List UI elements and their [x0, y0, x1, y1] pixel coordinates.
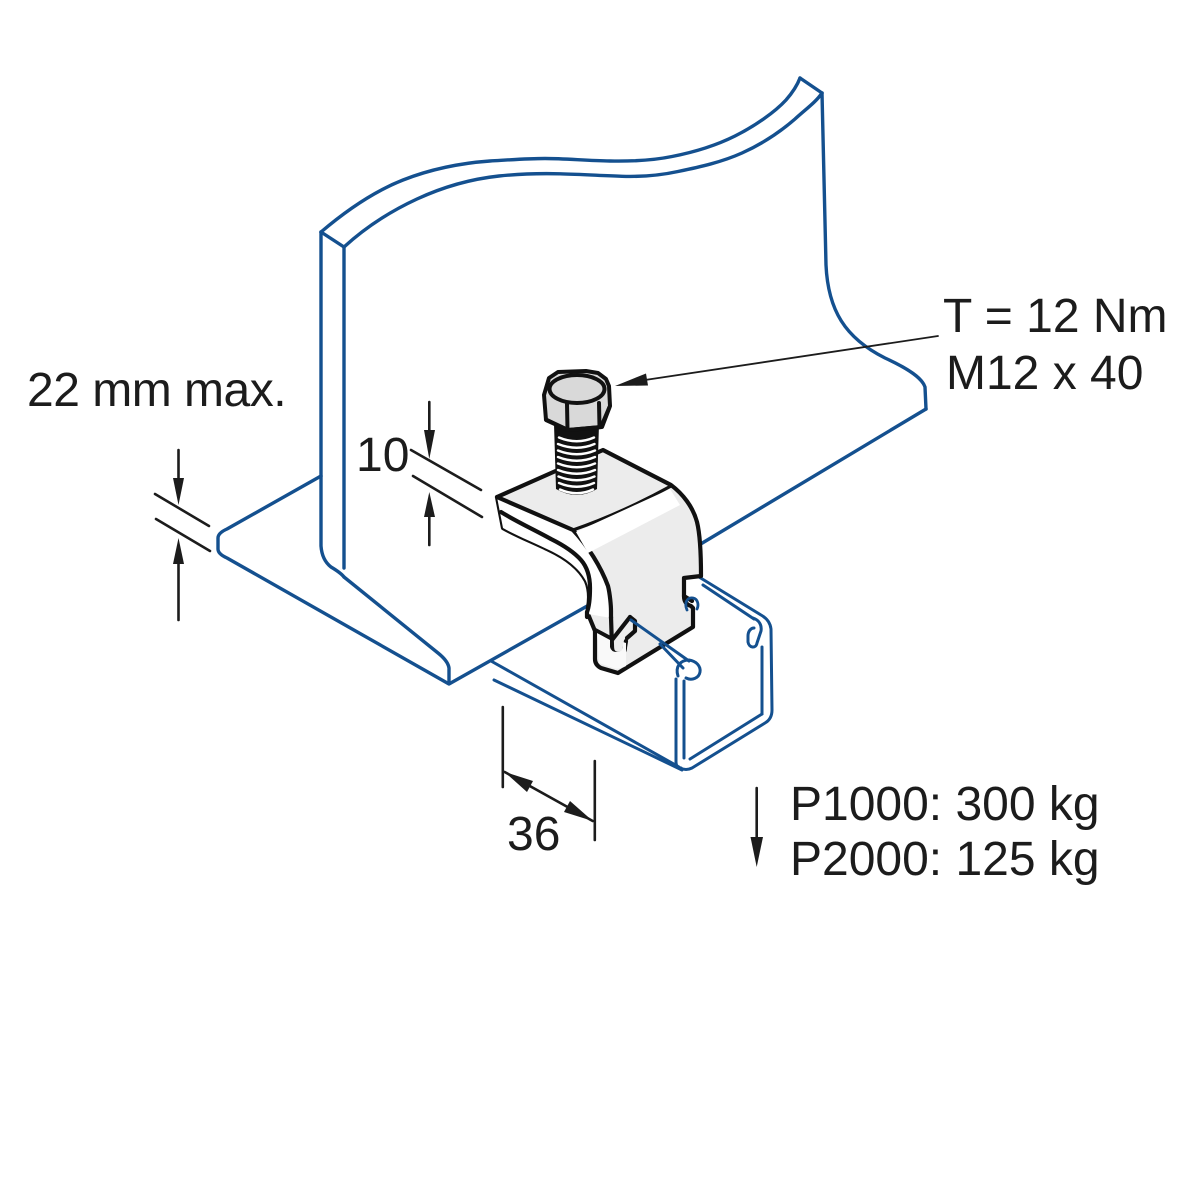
- svg-text:P1000: 300 kg: P1000: 300 kg: [790, 778, 1100, 831]
- svg-text:P2000: 125 kg: P2000: 125 kg: [790, 833, 1100, 886]
- svg-text:T = 12 Nm: T = 12 Nm: [943, 290, 1168, 343]
- svg-text:36: 36: [507, 808, 560, 861]
- svg-text:M12 x 40: M12 x 40: [946, 347, 1143, 400]
- svg-text:10: 10: [356, 429, 409, 482]
- svg-text:22 mm max.: 22 mm max.: [27, 364, 286, 417]
